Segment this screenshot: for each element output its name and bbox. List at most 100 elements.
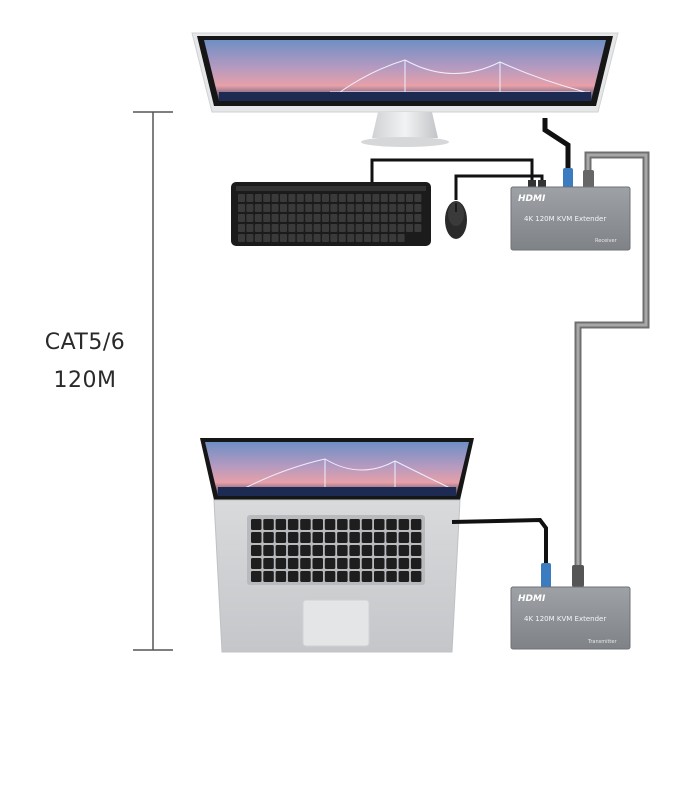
keyboard-key: [380, 214, 388, 222]
keyboard-key: [347, 204, 355, 212]
laptop-key: [361, 571, 373, 582]
monitor: [191, 32, 619, 147]
laptop-key: [386, 545, 397, 556]
keyboard-key: [238, 224, 245, 232]
laptop-key: [300, 558, 311, 569]
laptop: [200, 438, 474, 653]
laptop-key: [251, 545, 262, 556]
network-plug-top: [583, 170, 594, 188]
keyboard-key: [389, 194, 397, 202]
keyboard-key: [322, 234, 329, 242]
keyboard-key: [313, 224, 321, 232]
laptop-key: [275, 532, 287, 543]
keyboard-key: [254, 234, 262, 242]
laptop-key: [263, 532, 274, 543]
laptop-key: [324, 558, 336, 569]
keyboard-key: [271, 234, 279, 242]
keyboard-key: [330, 224, 338, 232]
keyboard-key: [296, 224, 304, 232]
mouse: [445, 201, 467, 239]
laptop-key: [287, 519, 299, 530]
keyboard-key: [389, 204, 397, 212]
keyboard-key: [389, 214, 397, 222]
keyboard-key: [313, 194, 321, 202]
keyboard-key: [364, 214, 371, 222]
keyboard-keys: [238, 194, 422, 242]
keyboard-key: [364, 204, 371, 212]
laptop-key: [349, 545, 360, 556]
transmitter-model: 4K 120M KVM Extender: [524, 615, 606, 623]
laptop-key: [386, 519, 397, 530]
keyboard-key: [355, 234, 363, 242]
laptop-key: [312, 532, 323, 543]
laptop-key: [398, 519, 410, 530]
keyboard-key: [406, 204, 413, 212]
laptop-key: [349, 519, 360, 530]
keyboard-key: [296, 234, 304, 242]
keyboard-key: [338, 204, 346, 212]
laptop-key: [300, 571, 311, 582]
keyboard-key: [397, 224, 405, 232]
keyboard-key: [296, 204, 304, 212]
laptop-key: [337, 519, 348, 530]
laptop-key: [386, 571, 397, 582]
keyboard-key: [397, 194, 405, 202]
laptop-key: [263, 558, 274, 569]
laptop-cable-connector: [541, 563, 551, 588]
transmitter-brand: HDMI: [518, 594, 546, 604]
keyboard-key: [347, 234, 355, 242]
keyboard-key: [414, 224, 422, 232]
keyboard-key: [322, 214, 329, 222]
laptop-key: [361, 519, 373, 530]
keyboard-key: [271, 214, 279, 222]
keyboard-key: [305, 234, 313, 242]
keyboard-key: [322, 224, 329, 232]
laptop-key: [263, 519, 274, 530]
laptop-key: [374, 571, 385, 582]
laptop-key: [337, 558, 348, 569]
keyboard-key: [238, 204, 245, 212]
keyboard-key: [364, 234, 371, 242]
laptop-key: [300, 519, 311, 530]
laptop-key: [300, 545, 311, 556]
keyboard-key: [238, 214, 245, 222]
keyboard-key: [355, 224, 363, 232]
monitor-hdmi-cable: [542, 118, 571, 175]
laptop-key: [275, 558, 287, 569]
laptop-key: [398, 545, 410, 556]
laptop-key: [251, 571, 262, 582]
keyboard-key: [296, 214, 304, 222]
laptop-key: [374, 558, 385, 569]
keyboard-key: [338, 224, 346, 232]
kvm-transmitter: HDMI 4K 120M KVM Extender Transmitter: [510, 586, 631, 650]
laptop-key: [324, 532, 336, 543]
keyboard-key: [246, 204, 254, 212]
keyboard-key: [280, 214, 287, 222]
keyboard-key: [305, 194, 313, 202]
keyboard-key: [288, 204, 296, 212]
laptop-key: [337, 571, 348, 582]
keyboard-key: [414, 204, 422, 212]
keyboard-key: [271, 204, 279, 212]
laptop-key: [251, 519, 262, 530]
laptop-key: [324, 519, 336, 530]
laptop-key: [263, 545, 274, 556]
keyboard-key: [380, 224, 388, 232]
keyboard-key: [296, 194, 304, 202]
keyboard-key: [389, 234, 397, 242]
keyboard-key: [280, 204, 287, 212]
laptop-key: [386, 558, 397, 569]
keyboard-key: [313, 214, 321, 222]
keyboard-key: [288, 214, 296, 222]
keyboard-key: [238, 194, 245, 202]
keyboard-key: [355, 214, 363, 222]
keyboard-usb-plug: [528, 180, 536, 190]
laptop-key: [398, 571, 410, 582]
keyboard-key: [380, 234, 388, 242]
laptop-key: [398, 558, 410, 569]
laptop-key: [275, 545, 287, 556]
keyboard-key: [330, 214, 338, 222]
laptop-key: [287, 558, 299, 569]
keyboard-key: [246, 234, 254, 242]
keyboard-key: [280, 234, 287, 242]
